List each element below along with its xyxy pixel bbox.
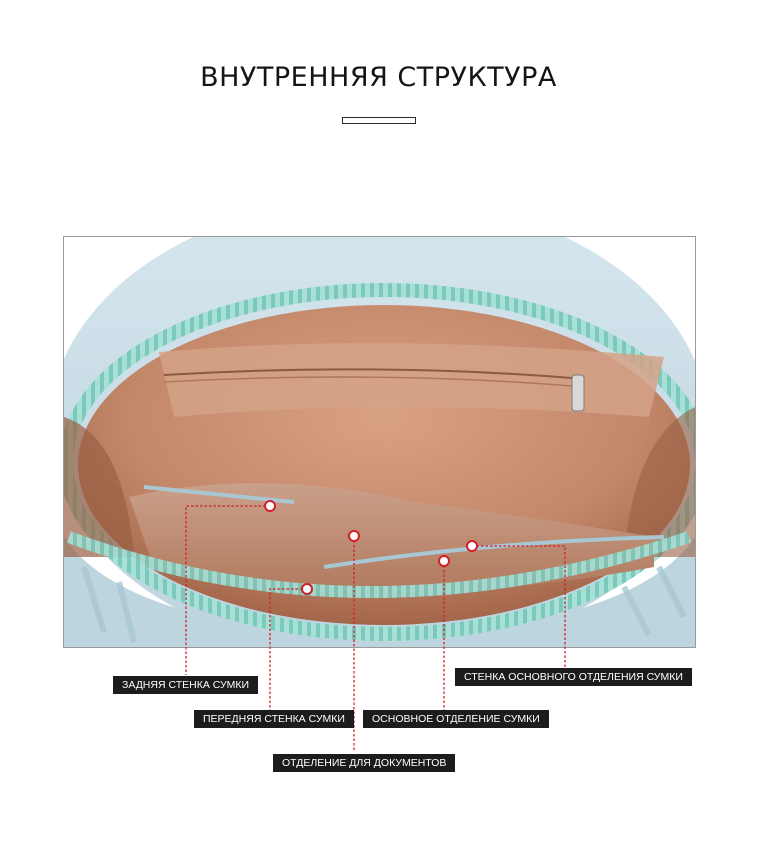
label-documents-compartment: ОТДЕЛЕНИЕ ДЛЯ ДОКУМЕНТОВ: [273, 754, 456, 772]
label-main-compartment: ОСНОВНОЕ ОТДЕЛЕНИЕ СУМКИ: [363, 710, 549, 728]
title-underline-bar: [342, 117, 416, 124]
label-front-wall: ПЕРЕДНЯЯ СТЕНКА СУМКИ: [194, 710, 354, 728]
page-title: ВНУТРЕННЯЯ СТРУКТУРА: [200, 62, 557, 93]
bag-interior-photo: [63, 236, 696, 648]
label-main-compartment-wall: СТЕНКА ОСНОВНОГО ОТДЕЛЕНИЯ СУМКИ: [455, 668, 692, 686]
label-back-wall: ЗАДНЯЯ СТЕНКА СУМКИ: [113, 676, 259, 694]
